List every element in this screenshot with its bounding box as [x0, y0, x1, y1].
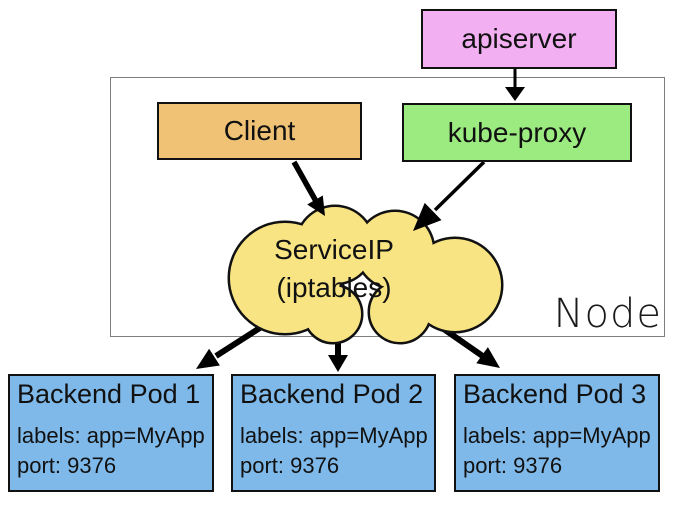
- service-cloud-line2: (iptables): [276, 272, 392, 303]
- client-box: Client: [157, 102, 362, 160]
- arrowhead-cloud-to-pod2: [328, 355, 348, 372]
- node-label: Node: [553, 291, 662, 337]
- kube-proxy-box: kube-proxy: [402, 103, 632, 162]
- kube-proxy-label: kube-proxy: [447, 116, 587, 148]
- pod3-labels: labels: app=MyApp: [463, 423, 651, 449]
- apiserver-box: apiserver: [421, 9, 617, 69]
- pod2-title: Backend Pod 2: [240, 379, 424, 409]
- arrow-kubeproxy-to-cloud: [433, 160, 486, 212]
- arrowhead-apiserver-to-kubeproxy: [505, 87, 525, 101]
- top-arrows: [291, 69, 525, 231]
- pod3-title: Backend Pod 3: [463, 379, 647, 409]
- pod2-labels: labels: app=MyApp: [240, 423, 428, 449]
- backend-pod-1-box: Backend Pod 1 labels: app=MyApp port: 93…: [8, 374, 214, 492]
- arrowhead-cloud-to-pod1: [196, 348, 220, 369]
- arrow-client-to-cloud: [291, 160, 320, 205]
- pod3-port: port: 9376: [463, 453, 563, 479]
- arrowhead-client-to-cloud: [307, 195, 325, 216]
- arrowhead-kubeproxy-to-cloud: [413, 202, 442, 231]
- apiserver-label: apiserver: [461, 23, 577, 54]
- pod1-title: Backend Pod 1: [17, 379, 201, 409]
- pod2-port: port: 9376: [240, 453, 340, 479]
- arrowhead-cloud-to-pod3: [476, 347, 500, 368]
- backend-pod-2-box: Backend Pod 2 labels: app=MyApp port: 93…: [231, 374, 436, 492]
- client-label: Client: [223, 115, 296, 146]
- service-cloud-line1: ServiceIP: [274, 234, 394, 265]
- pod1-port: port: 9376: [17, 453, 117, 479]
- service-cloud-shape: [227, 204, 504, 345]
- pod1-labels: labels: app=MyApp: [17, 423, 205, 449]
- backend-pod-3-box: Backend Pod 3 labels: app=MyApp port: 93…: [454, 374, 660, 492]
- service-cloud-label: ServiceIP (iptables): [228, 231, 440, 307]
